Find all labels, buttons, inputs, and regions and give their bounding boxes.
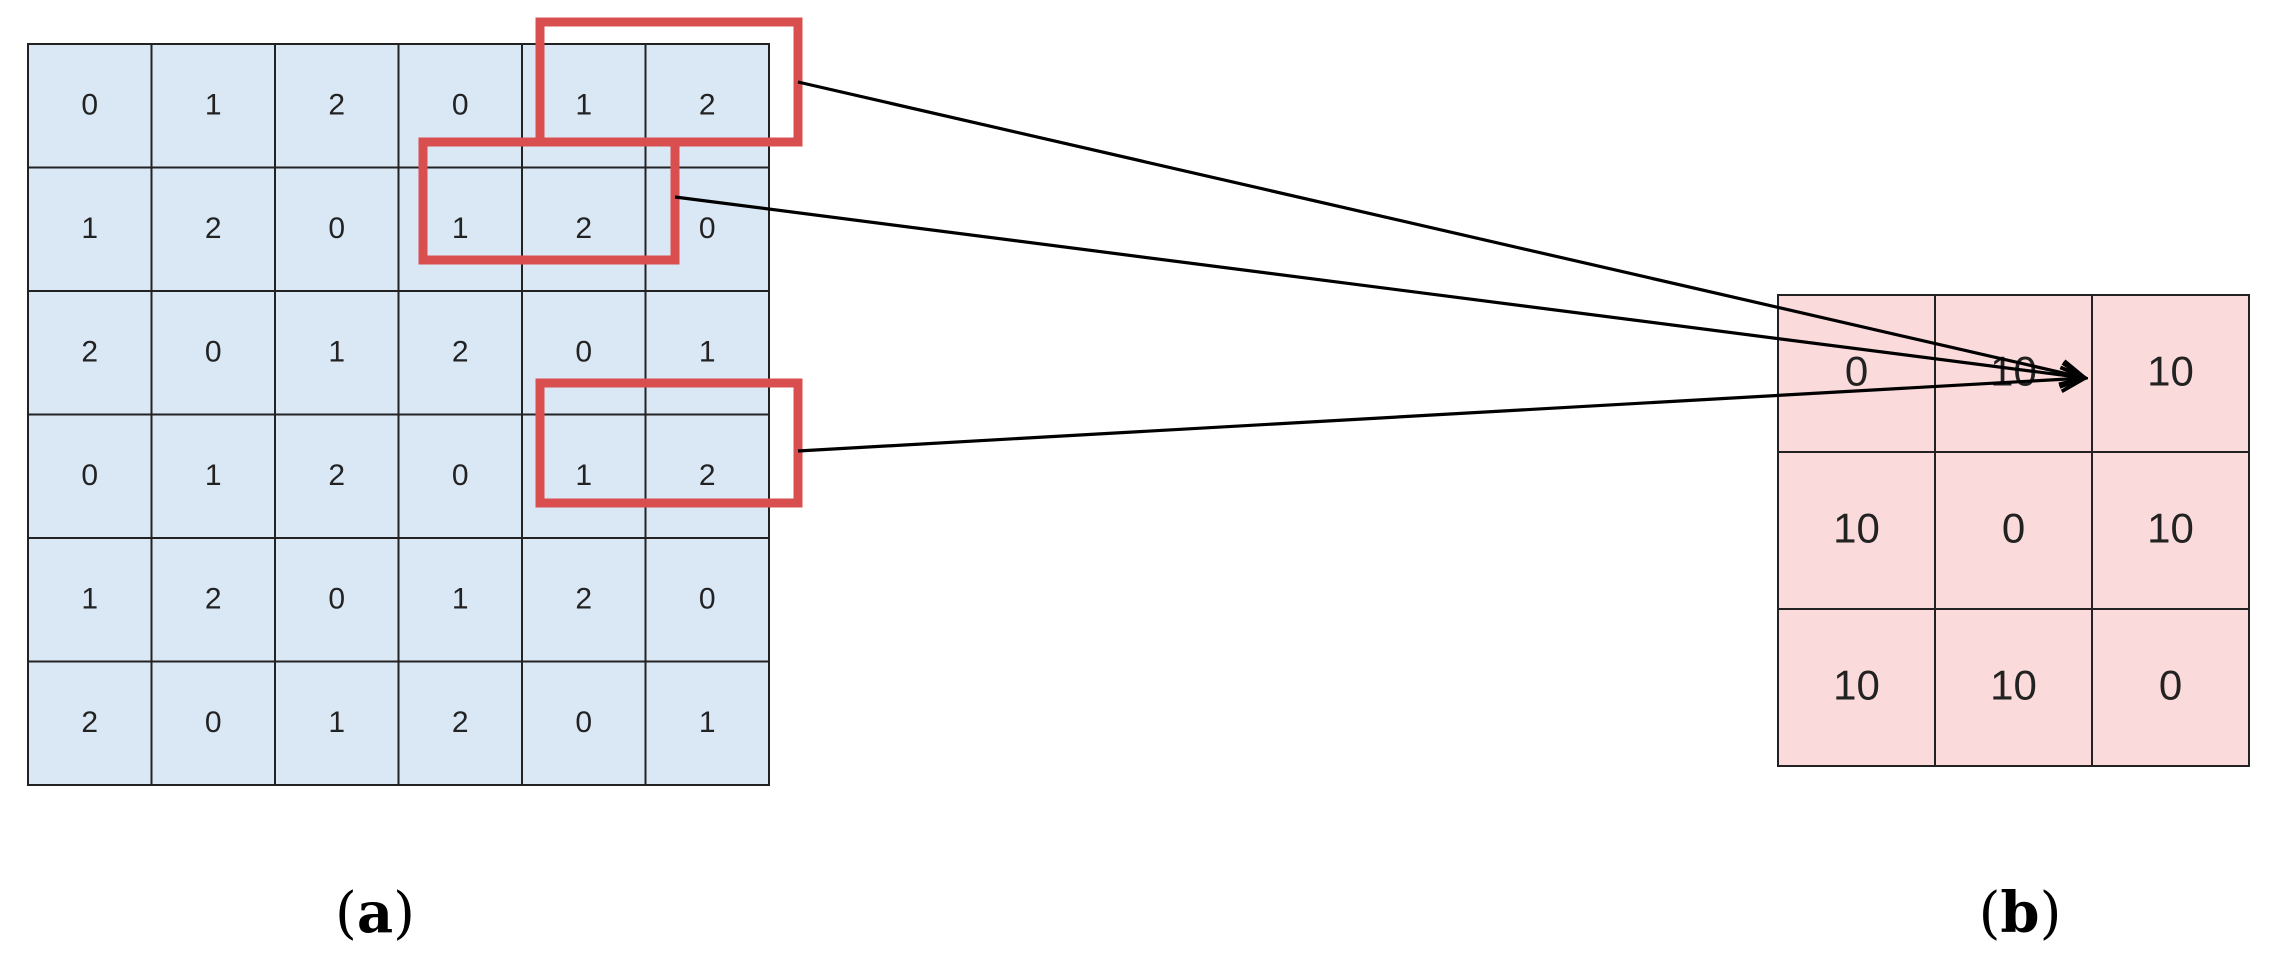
grid-a-cell-value: 1 [81, 583, 98, 616]
arrow-bottom [797, 378, 2085, 453]
input-grid: 0 1 2 0 1 2 1 2 0 1 2 0 2 0 1 2 0 1 0 1 2 0 1 2 1 2 0 1 2 0 2 0 1 2 0 1 [27, 43, 770, 786]
grid-a-cell-value: 0 [205, 336, 222, 369]
grid-a-cell-value: 1 [205, 459, 222, 492]
grid-a-cell-value: 0 [81, 89, 98, 122]
grid-a-cell-value: 2 [575, 583, 592, 616]
grid-a-cell-value: 0 [699, 583, 716, 616]
grid-a-cell-value: 1 [328, 336, 345, 369]
grid-a-cell-value: 2 [699, 89, 716, 122]
highlight-box-bottom [535, 378, 803, 508]
grid-a-cell-value: 0 [452, 89, 469, 122]
grid-a-cell-value: 1 [452, 583, 469, 616]
grid-b-cell [2091, 608, 2250, 767]
receptive-field-highlights [418, 17, 803, 508]
grid-a-cell-value: 2 [205, 212, 222, 245]
grid-a-cell-value: 2 [328, 89, 345, 122]
grid-a-cell-value: 2 [81, 336, 98, 369]
grid-a-cell-value: 1 [575, 89, 592, 122]
caption-b: (b) [1979, 880, 2062, 946]
grid-b-cell-value: 0 [1845, 348, 1868, 395]
grid-a-cell-value: 2 [575, 212, 592, 245]
grid-a-cell-value: 2 [699, 459, 716, 492]
grid-a-cell-value: 0 [575, 706, 592, 739]
grid-a-cell-value: 2 [452, 706, 469, 739]
mapping-arrows [674, 80, 2085, 453]
grid-a-cell-value: 0 [328, 583, 345, 616]
highlight-box-middle [418, 137, 680, 265]
grid-a-cell-value: 0 [205, 706, 222, 739]
grid-a-cell-value: 2 [81, 706, 98, 739]
arrow-top [797, 80, 2085, 378]
grid-a-cell-value: 1 [328, 706, 345, 739]
grid-a-cell-value: 0 [575, 336, 592, 369]
grid-b-cell-value: 0 [2159, 662, 2182, 709]
grid-a-cell-value: 2 [452, 336, 469, 369]
grid-a-cell-value: 2 [205, 583, 222, 616]
grid-a-cell-value: 0 [452, 459, 469, 492]
grid-a-cell-value: 1 [575, 459, 592, 492]
grid-a-cell-value: 1 [699, 336, 716, 369]
grid-b-cell-value: 10 [1833, 662, 1880, 709]
grid-a-cell-value: 0 [328, 212, 345, 245]
grid-b-cell-value: 10 [1990, 662, 2037, 709]
grid-b-cell-value: 10 [2147, 505, 2194, 552]
arrow-middle [674, 195, 2085, 378]
grid-b-cell-value: 0 [2002, 505, 2025, 552]
grid-a-cell-value: 1 [699, 706, 716, 739]
grid-a-cell-value: 0 [699, 212, 716, 245]
grid-b-cell-value: 10 [2147, 348, 2194, 395]
grid-a-cell [644, 660, 770, 786]
grid-a-cell-value: 0 [81, 459, 98, 492]
grid-a-cell-value: 1 [452, 212, 469, 245]
grid-b-cell-value: 10 [1833, 505, 1880, 552]
grid-a-cell-value: 2 [328, 459, 345, 492]
grid-b-background [1778, 295, 2249, 766]
grid-a-cell-value: 1 [81, 212, 98, 245]
caption-a: (a) [335, 880, 415, 946]
grid-a-cell-value: 1 [205, 89, 222, 122]
